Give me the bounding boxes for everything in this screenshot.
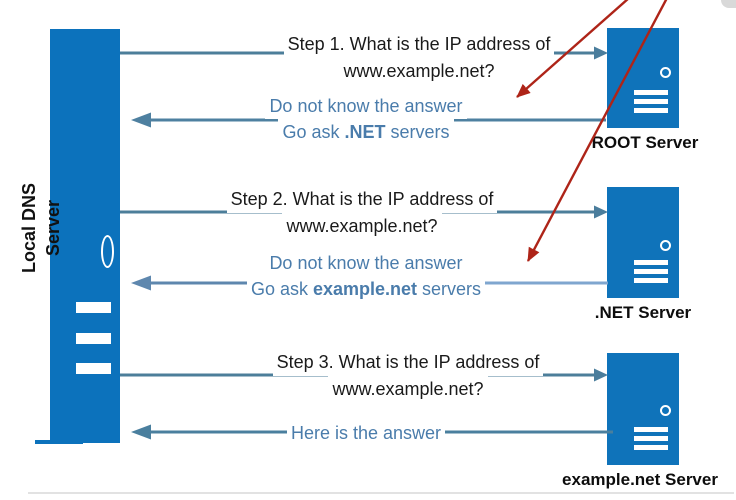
local-dns-server-icon [50, 29, 120, 443]
step2-reply-line2: Go ask example.net servers [246, 276, 486, 302]
step2-query-line2: www.example.net? [282, 213, 442, 240]
step1-reply-arrowhead-icon [131, 112, 151, 128]
step1-reply-line2: Go ask .NET servers [278, 119, 454, 145]
server-slot-icon [76, 302, 111, 313]
step3-query-line1: Step 3. What is the IP address of [272, 349, 544, 376]
step3-query-text: Step 3. What is the IP address of www.ex… [208, 349, 608, 403]
step3-reply-arrowhead-icon [131, 424, 151, 440]
step3-query-arrowhead-icon [594, 368, 608, 382]
step1-query-line1: Step 1. What is the IP address of [283, 31, 555, 58]
step1-reply-text: Do not know the answer Go ask .NET serve… [166, 93, 566, 145]
step2-reply-text: Do not know the answer Go ask example.ne… [166, 250, 566, 302]
server-vents-icon [634, 423, 668, 450]
server-led-icon [660, 405, 671, 416]
step1-reply-line1: Do not know the answer [265, 93, 467, 119]
server-vents-icon [634, 256, 668, 283]
net-server-label: .NET Server [594, 303, 692, 322]
step2-query-line1: Step 2. What is the IP address of [226, 186, 498, 213]
step2-reply-arrowhead-icon [131, 275, 151, 291]
step3-reply-line1: Here is the answer [286, 420, 446, 446]
server-slot-icon [76, 363, 111, 374]
corner-ui-fragment [721, 0, 736, 8]
step2-reply-line1: Do not know the answer [265, 250, 467, 276]
step2-query-arrowhead-icon [594, 205, 608, 219]
server-oval-ornament-icon [101, 235, 114, 268]
step3-reply-text: Here is the answer [166, 420, 566, 446]
server-slot-icon [76, 333, 111, 344]
step1-query-text: Step 1. What is the IP address of www.ex… [219, 31, 619, 85]
step1-query-line2: www.example.net? [339, 58, 499, 85]
example-net-server-label: example.net Server [562, 470, 718, 489]
step2-query-text: Step 2. What is the IP address of www.ex… [162, 186, 562, 240]
example-net-server-icon [607, 353, 679, 465]
baseline-divider [28, 492, 734, 494]
step3-query-line2: www.example.net? [328, 376, 488, 403]
base-dash-decoration [35, 440, 83, 444]
